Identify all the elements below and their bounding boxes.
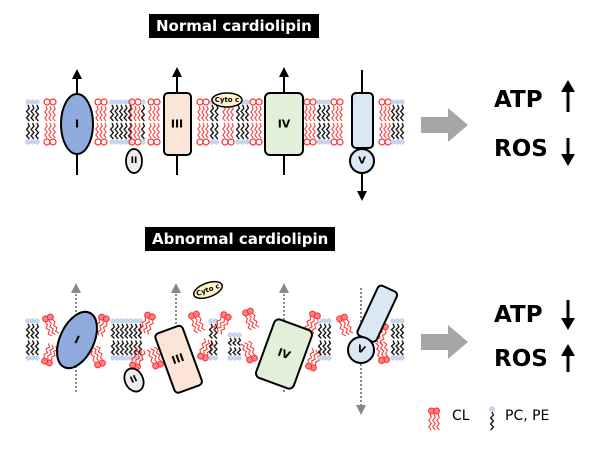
phospholipid-block <box>209 99 220 145</box>
cytochrome-c <box>211 92 243 108</box>
cardiolipin-molecule <box>196 98 210 146</box>
cardiolipin-molecule <box>128 98 142 146</box>
phospholipid-block <box>316 99 331 145</box>
phospholipid-icon <box>489 406 495 431</box>
cardiolipin-molecule <box>43 98 57 146</box>
complex-ii <box>125 148 143 174</box>
normal-ros-down-icon <box>561 138 575 166</box>
cardiolipin-molecule <box>139 311 156 335</box>
cardiolipin-molecule <box>375 341 390 364</box>
complex-ii-label: II <box>129 374 139 386</box>
complex-i-label: I <box>75 118 79 131</box>
cardiolipin-molecule <box>249 98 263 146</box>
phospholipid-block <box>227 332 242 361</box>
cardiolipin-molecule <box>240 340 258 364</box>
cardiolipin-molecule <box>213 311 232 335</box>
cardiolipin-molecule <box>147 98 161 146</box>
cardiolipin-molecule <box>188 310 206 334</box>
abnormal-ros-label: ROS <box>494 346 548 372</box>
complex-ii <box>123 367 145 393</box>
abnormal-membrane <box>25 307 405 372</box>
cardiolipin-icon <box>428 407 440 431</box>
complex-v <box>349 148 375 174</box>
complex-iv <box>264 92 304 156</box>
cardiolipin-molecule <box>242 307 260 331</box>
cardiolipin-molecule <box>41 343 58 367</box>
cardiolipin-molecule <box>336 313 354 337</box>
abnormal-result-arrow <box>421 325 468 359</box>
cardiolipin-molecule <box>330 98 344 146</box>
phospholipid-block <box>317 318 332 361</box>
cardiolipin-molecule <box>197 338 214 362</box>
abnormal-ros-up-icon <box>561 344 575 372</box>
complex-i <box>56 310 98 370</box>
normal-membrane <box>25 98 405 146</box>
complex-i-label: I <box>72 333 81 347</box>
cardiolipin-molecule <box>378 98 392 146</box>
complex-iv-label: IV <box>276 346 293 363</box>
cardiolipin-molecule <box>42 313 60 337</box>
phospholipid-block <box>140 99 146 145</box>
normal-atp-up-icon <box>561 80 575 112</box>
cardiolipin-molecule <box>146 346 164 370</box>
complex-ii-label: II <box>131 156 138 166</box>
abnormal-title: Abnormal cardiolipin <box>145 227 336 251</box>
complex-iv-label: IV <box>278 118 291 131</box>
abnormal-atp-label: ATP <box>494 302 543 328</box>
legend-cl-label: CL <box>452 408 470 424</box>
phospholipid-block <box>390 318 405 361</box>
abnormal-atp-down-icon <box>561 300 575 330</box>
complex-iii-label: III <box>171 118 183 131</box>
legend-pcpe-label: PC, PE <box>505 408 550 424</box>
complex-v-label: V <box>355 344 366 357</box>
cardiolipin-molecule <box>303 98 317 146</box>
normal-atp-label: ATP <box>494 87 543 113</box>
normal-title: Normal cardiolipin <box>149 14 319 38</box>
complex-iv <box>255 318 313 390</box>
phospholipid-block <box>25 99 40 145</box>
phospholipid-block <box>25 318 40 361</box>
phospholipid-block <box>208 318 219 361</box>
normal-result-arrow <box>421 108 468 142</box>
complex-i <box>60 93 94 155</box>
cytochrome-c <box>192 280 224 300</box>
complex-iii <box>163 92 192 156</box>
complex-v-stalk <box>351 92 374 149</box>
cytochrome-c-label: Cyto c <box>215 96 239 104</box>
phospholipid-block <box>235 99 250 145</box>
complex-v <box>347 336 375 364</box>
cardiolipin-molecule <box>129 347 146 371</box>
cardiolipin-molecule <box>94 98 108 146</box>
complex-v-label: V <box>358 156 366 167</box>
complex-iii <box>154 324 203 394</box>
normal-ros-label: ROS <box>494 136 548 162</box>
phospholipid-block <box>109 99 133 145</box>
complex-iii-label: III <box>170 351 186 367</box>
phospholipid-block <box>390 99 405 145</box>
